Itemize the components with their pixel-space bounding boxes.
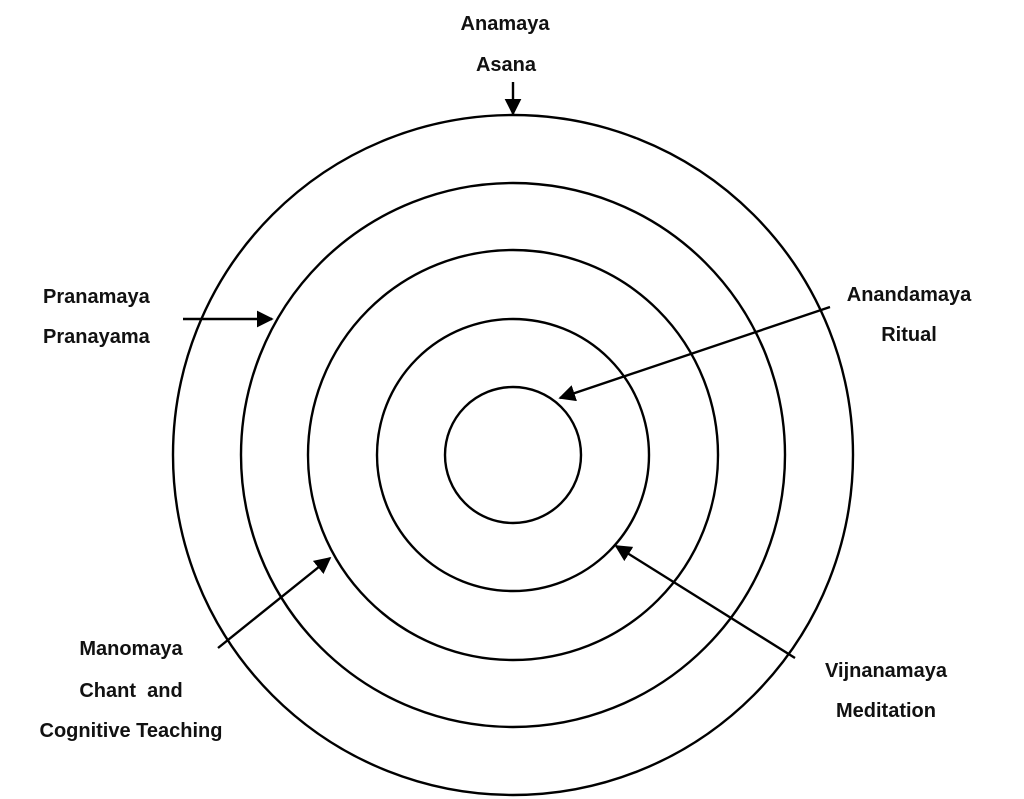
anamaya-name-label: Anamaya: [461, 13, 551, 35]
manomaya-name-label: Manomaya: [79, 638, 183, 660]
arrow-anandamaya: [558, 305, 831, 402]
ring-outer-anamaya: [171, 113, 855, 797]
anamaya-practice-label: Asana: [476, 54, 537, 76]
anandamaya-name-label: Anandamaya: [847, 284, 972, 306]
arrow-vijnanamaya: [614, 544, 796, 660]
ring-vijnanamaya: [375, 317, 651, 593]
anandamaya-practice-label: Ritual: [881, 324, 937, 346]
vijnanamaya-name-label: Vijnanamaya: [825, 660, 948, 682]
pranamaya-name-label: Pranamaya: [43, 286, 151, 308]
vijnanamaya-practice-label: Meditation: [836, 700, 936, 722]
arrow-manomaya: [217, 556, 332, 649]
manomaya-practice-line1-label: Chant and: [79, 680, 182, 702]
ring-manomaya: [306, 248, 720, 662]
ring-pranamaya: [239, 181, 787, 729]
ring-inner-anandamaya: [443, 385, 583, 525]
pranamaya-practice-label: Pranayama: [43, 326, 151, 348]
manomaya-practice-line2-label: Cognitive Teaching: [40, 720, 223, 742]
